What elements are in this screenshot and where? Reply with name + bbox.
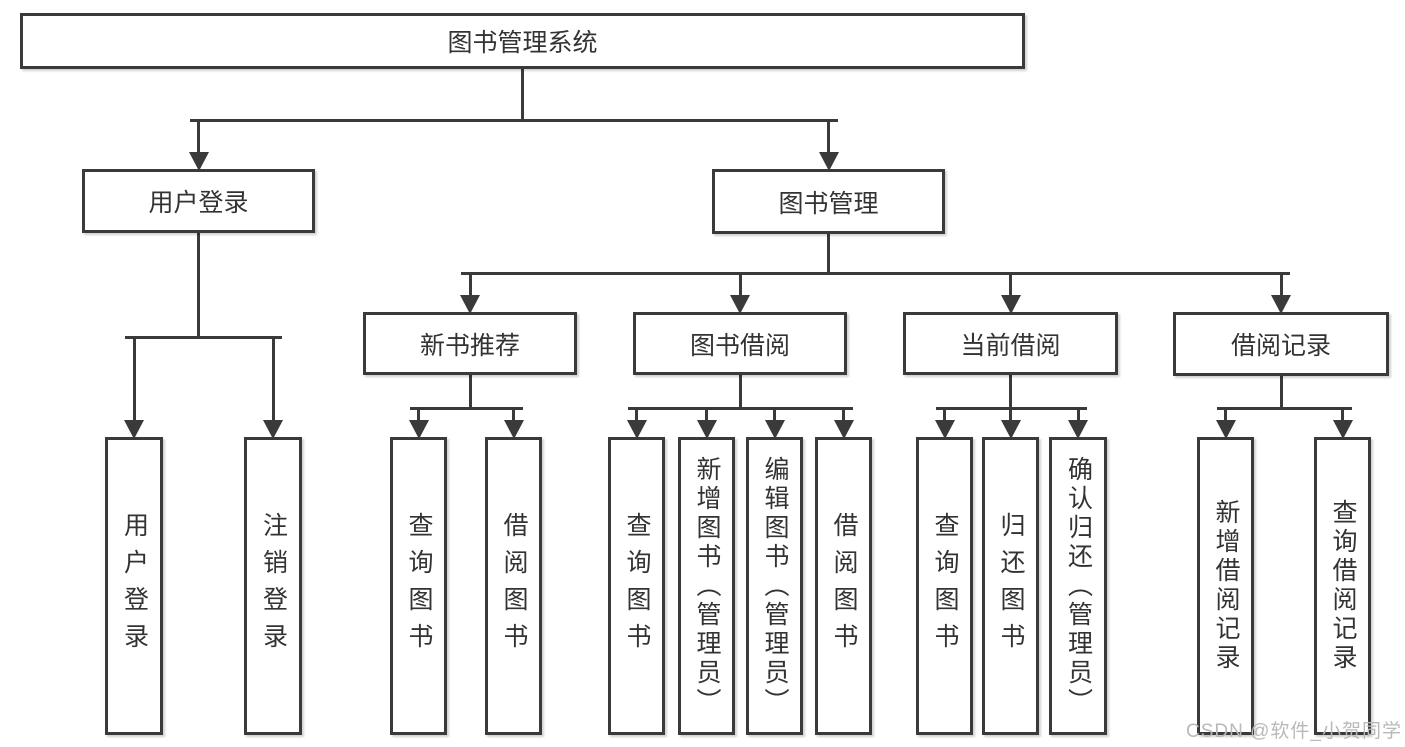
- arrow-down-icon: [1271, 295, 1291, 314]
- arrow-down-icon: [1068, 420, 1088, 439]
- connector-bus: [189, 119, 838, 122]
- node-borrow: 图书借阅: [633, 312, 847, 375]
- node-nb-query: 查询图书: [390, 437, 447, 735]
- arrow-down-icon: [1215, 420, 1236, 439]
- node-mgmt: 图书管理: [712, 169, 945, 234]
- connector-drop: [271, 336, 275, 420]
- node-root: 图书管理系统: [20, 13, 1025, 69]
- connector-drop: [417, 407, 420, 420]
- arrow-down-icon: [1000, 295, 1021, 314]
- arrow-down-icon: [833, 420, 854, 439]
- connector-stem: [827, 232, 830, 275]
- connector-drop: [842, 407, 845, 420]
- connector-drop: [132, 336, 136, 420]
- arrow-down-icon: [764, 420, 785, 439]
- node-bw-query: 查询图书: [608, 437, 665, 735]
- connector-drop: [1076, 407, 1080, 420]
- node-current: 当前借阅: [903, 312, 1118, 375]
- arrow-down-icon: [1332, 420, 1353, 439]
- csdn-watermark: CSDN @软件_小贺同学: [1186, 721, 1402, 742]
- connector-drop: [943, 407, 946, 420]
- connector-drop: [512, 407, 515, 420]
- node-records: 借阅记录: [1173, 312, 1389, 376]
- connector-stem: [197, 231, 200, 339]
- connector-bus: [627, 407, 853, 410]
- arrow-down-icon: [696, 420, 717, 439]
- connector-bus: [125, 336, 282, 339]
- node-cu-return: 归还图书: [982, 437, 1039, 735]
- connector-stem: [1009, 373, 1012, 410]
- node-cu-confirm: 确认归还（管理员）: [1049, 437, 1107, 735]
- arrow-down-icon: [934, 420, 955, 439]
- node-login-user: 用户登录: [105, 437, 163, 735]
- arrow-down-icon: [503, 420, 524, 439]
- arrow-down-icon: [408, 420, 429, 439]
- node-login-logout: 注销登录: [244, 437, 302, 735]
- connector-drop: [468, 272, 472, 295]
- connector-drop: [827, 119, 830, 152]
- arrow-down-icon: [124, 420, 144, 439]
- connector-drop: [1009, 272, 1012, 295]
- connector-stem: [468, 373, 472, 410]
- node-bw-borrow: 借阅图书: [815, 437, 872, 735]
- node-rc-add: 新增借阅记录: [1197, 437, 1254, 735]
- node-bw-edit: 编辑图书（管理员）: [746, 437, 803, 735]
- connector-drop: [1279, 272, 1283, 295]
- connector-bus: [461, 272, 1290, 275]
- connector-stem: [521, 67, 524, 122]
- connector-drop: [773, 407, 776, 420]
- connector-drop: [197, 119, 200, 152]
- connector-drop: [635, 407, 638, 420]
- node-nb-borrow: 借阅图书: [485, 437, 542, 735]
- arrow-down-icon: [460, 295, 480, 314]
- connector-drop: [1224, 407, 1227, 420]
- arrow-down-icon: [818, 152, 839, 171]
- connector-stem: [738, 373, 742, 410]
- node-bw-add: 新增图书（管理员）: [678, 437, 735, 735]
- connector-bus: [1216, 407, 1352, 410]
- connector-bus: [409, 407, 523, 410]
- node-login: 用户登录: [82, 169, 315, 233]
- connector-drop: [1341, 407, 1344, 420]
- arrow-down-icon: [188, 152, 209, 171]
- node-rc-query: 查询借阅记录: [1314, 437, 1371, 735]
- connector-drop: [738, 272, 742, 295]
- arrow-down-icon: [1000, 420, 1021, 439]
- connector-drop: [705, 407, 708, 420]
- node-cu-query: 查询图书: [916, 437, 973, 735]
- node-newbook: 新书推荐: [363, 312, 577, 375]
- arrow-down-icon: [263, 420, 283, 439]
- arrow-down-icon: [626, 420, 647, 439]
- connector-stem: [1279, 374, 1283, 410]
- connector-drop: [1009, 407, 1012, 420]
- arrow-down-icon: [730, 295, 750, 314]
